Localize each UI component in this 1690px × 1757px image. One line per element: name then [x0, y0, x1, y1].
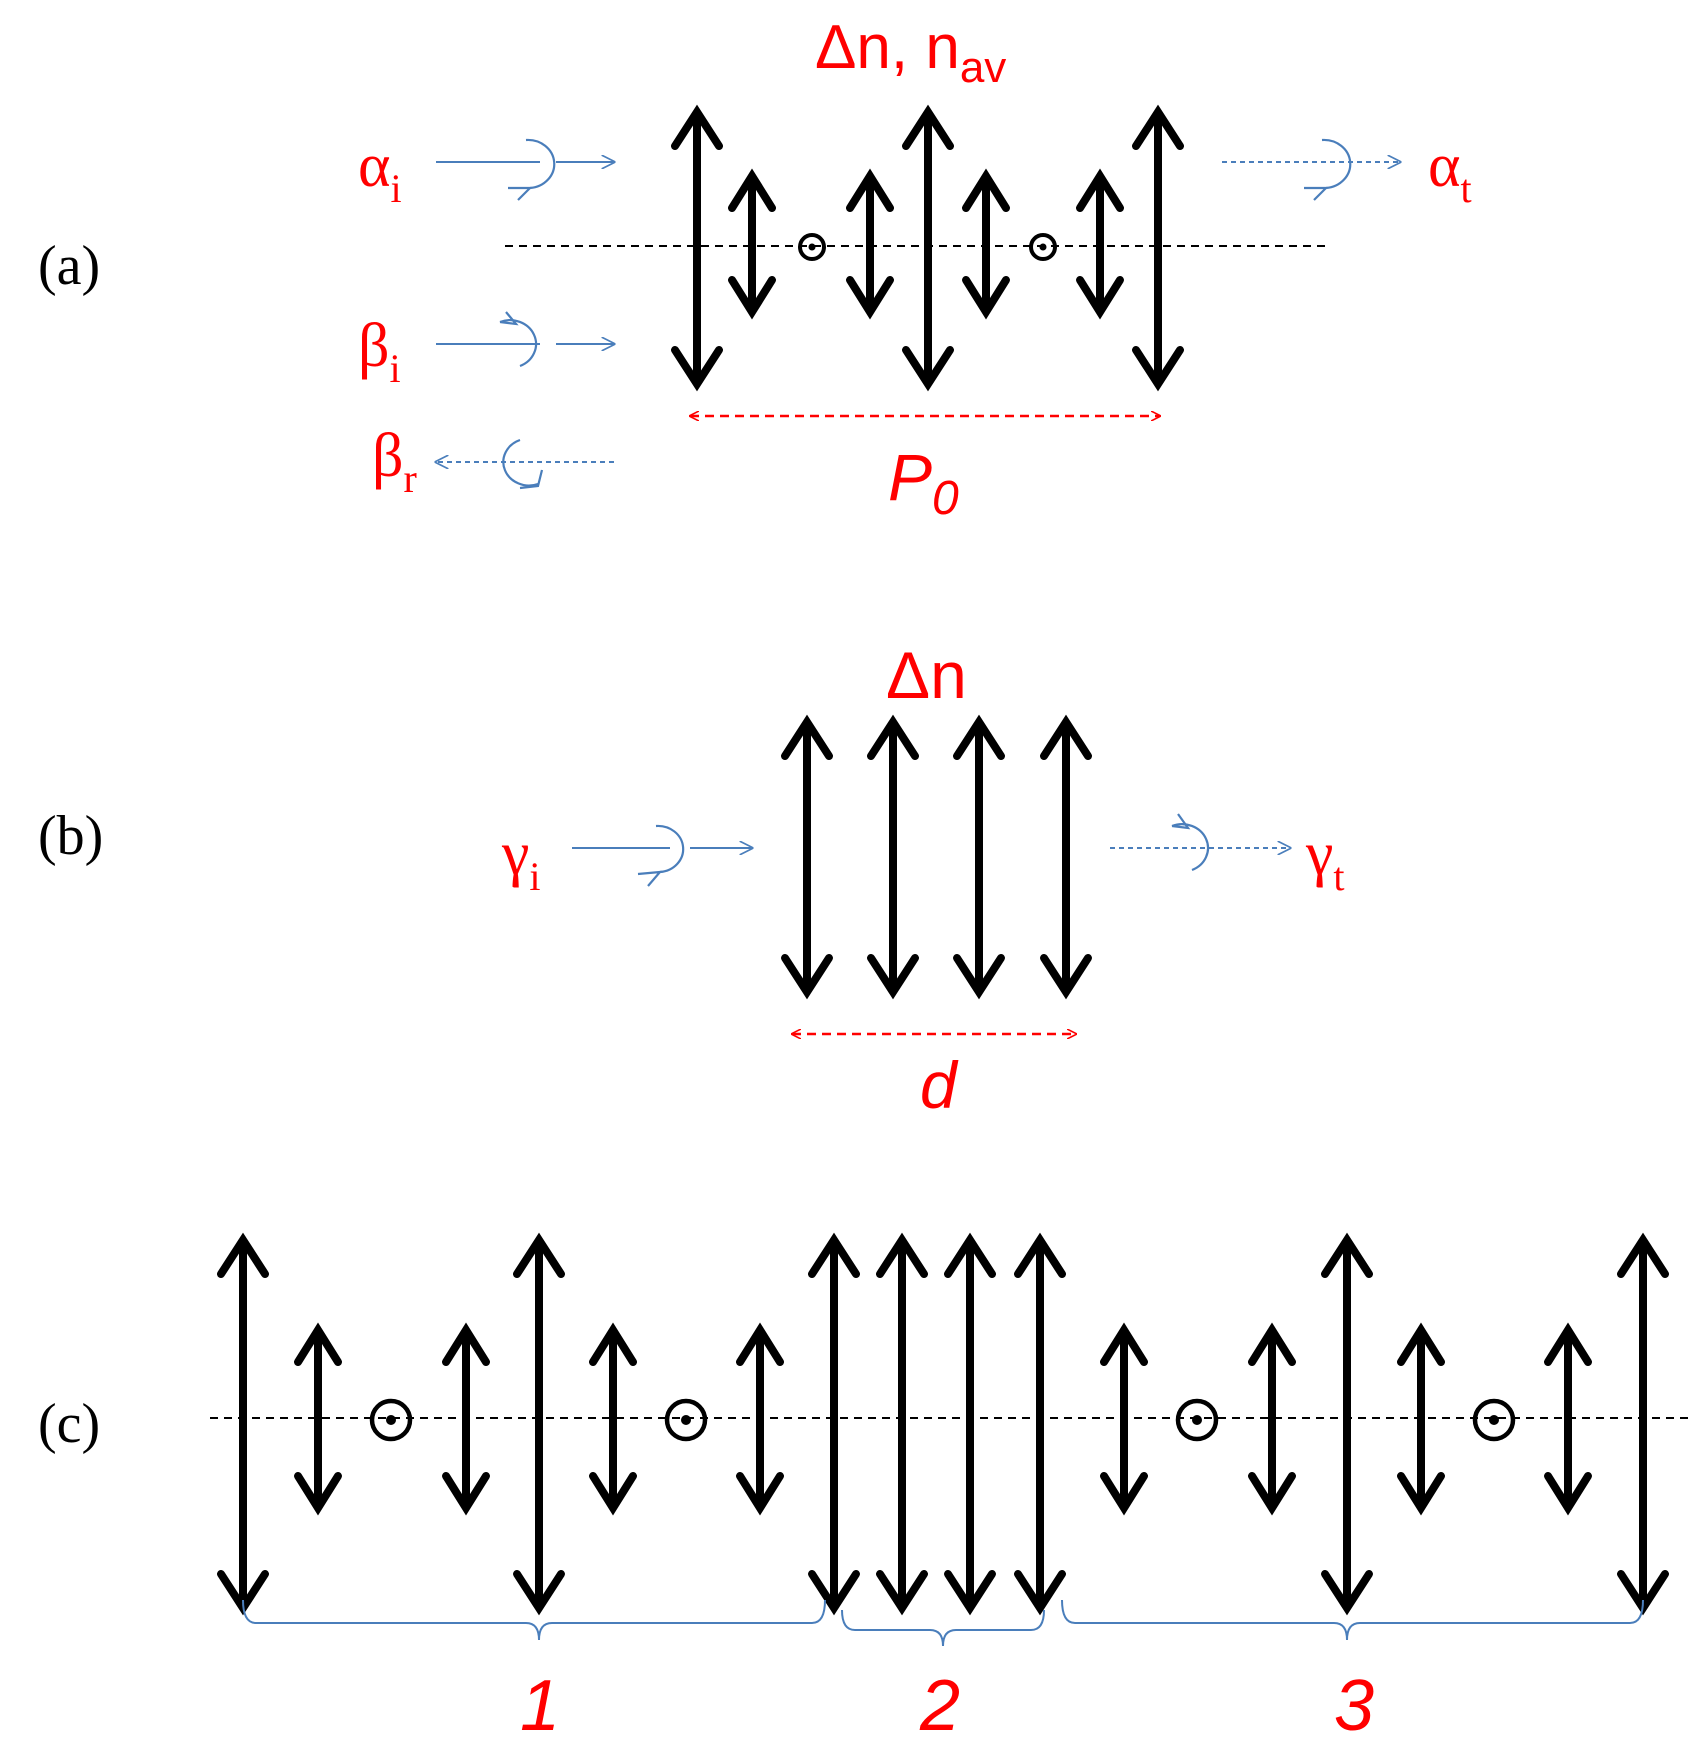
circular-polarization-icon	[1171, 823, 1210, 872]
medium-label-b: Δn	[886, 638, 967, 712]
director-arrow	[1014, 1232, 1066, 1616]
thickness-label: d	[920, 1048, 959, 1122]
director-dot	[369, 1398, 413, 1442]
director-arrow	[217, 1232, 269, 1616]
director-arrow	[867, 714, 919, 1000]
director-arrow	[1397, 1322, 1445, 1516]
panel-a-label: (a)	[38, 235, 100, 297]
circular-polarization-icon	[525, 138, 556, 190]
panel-b: (b) Δn	[38, 638, 1345, 1122]
director-arrow	[962, 168, 1010, 320]
alpha-incident-beam: αi	[358, 132, 614, 211]
beta-incident-beam: βi	[358, 311, 614, 391]
director-arrows-c	[217, 1232, 1669, 1616]
region-1-brace	[242, 1599, 826, 1641]
director-dot	[1175, 1398, 1219, 1442]
director-arrow	[953, 714, 1005, 1000]
region-braces	[242, 1599, 1644, 1647]
region-2-label: 2	[919, 1666, 960, 1746]
beta-reflected-beam: βr	[372, 422, 614, 501]
circular-polarization-icon	[655, 824, 685, 874]
director-arrow	[781, 714, 833, 1000]
director-arrows-b	[781, 714, 1092, 1000]
pitch-dimension: P0	[690, 416, 1160, 525]
circular-polarization-icon	[502, 438, 539, 487]
director-arrows-a	[671, 104, 1184, 392]
panel-a: (a) Δn, nav	[38, 13, 1472, 525]
director-arrow	[728, 168, 776, 320]
gamma-incident-label: γi	[501, 820, 541, 899]
region-3-label: 3	[1334, 1666, 1374, 1746]
pitch-label: P0	[888, 440, 959, 525]
director-dot	[798, 233, 826, 261]
circular-polarization-icon	[499, 319, 538, 368]
director-dot	[1472, 1398, 1516, 1442]
director-arrow	[1544, 1322, 1592, 1516]
director-dot	[1029, 233, 1057, 261]
director-arrow	[1132, 104, 1184, 392]
director-arrow	[1100, 1322, 1148, 1516]
beta-incident-label: βi	[358, 312, 401, 391]
panel-c: (c)	[38, 1232, 1690, 1746]
alpha-incident-label: αi	[358, 132, 402, 211]
director-arrow	[1321, 1232, 1373, 1616]
director-arrow	[876, 1232, 928, 1616]
director-arrow	[808, 1232, 860, 1616]
circular-polarization-icon	[1321, 138, 1352, 190]
alpha-transmitted-beam: αt	[1222, 132, 1472, 211]
director-arrow	[944, 1232, 996, 1616]
panel-b-label: (b)	[38, 805, 103, 867]
director-arrow	[513, 1232, 565, 1616]
director-arrow	[1040, 714, 1092, 1000]
region-1-label: 1	[520, 1666, 560, 1746]
medium-label-a: Δn, nav	[815, 13, 1006, 92]
director-arrow	[846, 168, 894, 320]
region-2-brace	[841, 1609, 1045, 1647]
director-arrow	[589, 1322, 637, 1516]
director-arrow	[1617, 1232, 1669, 1616]
director-dot	[664, 1398, 708, 1442]
beta-reflected-label: βr	[372, 422, 417, 501]
director-arrow	[736, 1322, 784, 1516]
director-arrow	[1076, 168, 1124, 320]
panel-c-label: (c)	[38, 1393, 100, 1455]
alpha-transmitted-label: αt	[1428, 132, 1472, 211]
thickness-dimension: d	[792, 1034, 1076, 1122]
region-3-brace	[1061, 1599, 1644, 1641]
director-arrow	[902, 104, 954, 392]
gamma-incident-beam: γi	[501, 820, 752, 899]
gamma-transmitted-beam: γt	[1110, 813, 1345, 899]
director-arrow	[1248, 1322, 1296, 1516]
director-arrow	[671, 104, 723, 392]
gamma-transmitted-label: γt	[1305, 820, 1345, 899]
director-arrow	[442, 1322, 490, 1516]
director-arrow	[294, 1322, 342, 1516]
